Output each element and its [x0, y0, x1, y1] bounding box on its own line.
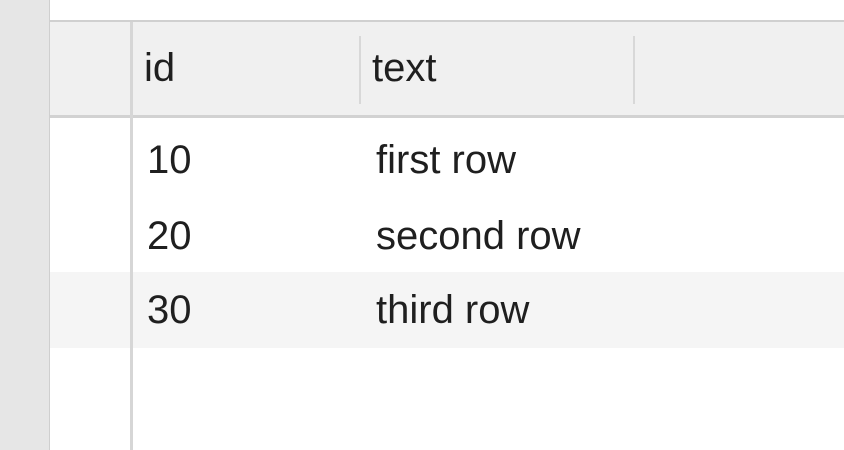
cell-id[interactable]: 20	[147, 213, 192, 258]
cell-text[interactable]: third row	[376, 287, 530, 332]
cell-text[interactable]: second row	[376, 213, 581, 258]
column-header-id[interactable]: id	[144, 22, 175, 115]
cell-id[interactable]: 30	[147, 287, 192, 332]
row-gutter-divider	[130, 22, 133, 450]
table-row[interactable]: 20 second row	[50, 198, 844, 274]
column-header-label: text	[372, 46, 437, 90]
column-resize-handle[interactable]	[359, 36, 361, 104]
sidebar-edge	[0, 0, 50, 450]
table-header	[50, 22, 844, 118]
table-row[interactable]: 10 first row	[50, 122, 844, 198]
column-header-text[interactable]: text	[372, 22, 436, 115]
toolbar-edge	[50, 0, 844, 22]
column-resize-handle[interactable]	[633, 36, 635, 104]
table-row[interactable]: 30 third row	[50, 272, 844, 348]
cell-id[interactable]: 10	[147, 137, 192, 182]
cell-text[interactable]: first row	[376, 137, 516, 182]
column-header-label: id	[144, 46, 176, 90]
